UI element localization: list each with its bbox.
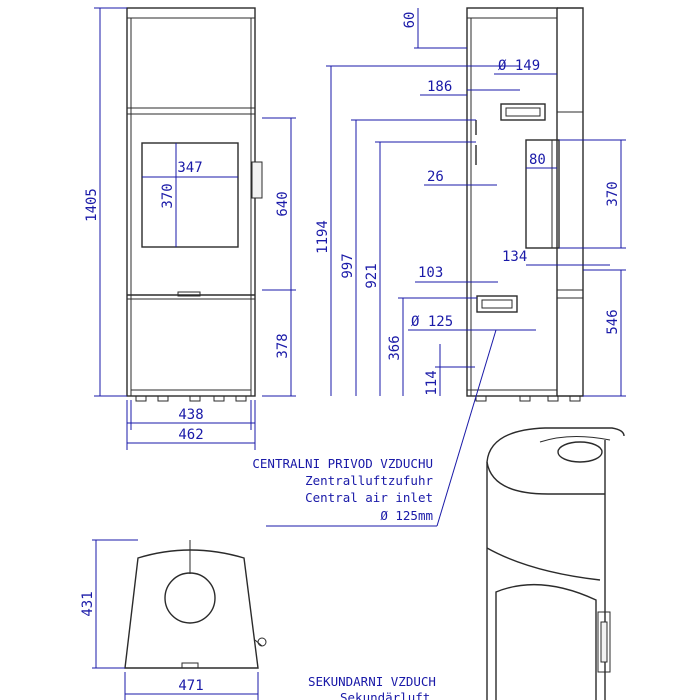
perspective-door <box>495 584 597 700</box>
perspective-view <box>486 427 625 700</box>
plan-handle <box>257 637 267 647</box>
dim-top-offset: 60 <box>402 12 418 29</box>
dim-inner-width: 438 <box>178 407 203 423</box>
dim-door-height: 370 <box>160 183 176 208</box>
dim-flue-height: 1194 <box>315 220 331 254</box>
dim-air-inlet-height: 366 <box>387 335 403 360</box>
plan-flue-circle <box>164 572 216 624</box>
plan-view <box>124 540 267 669</box>
dim-plan-depth: 431 <box>80 591 96 616</box>
note-central-air-cz: CENTRALNI PRIVOD VZDUCHU <box>252 456 433 471</box>
dim-panel-offset: 134 <box>502 249 527 265</box>
dim-height-921: 921 <box>364 263 380 288</box>
flue-outlet <box>500 103 546 121</box>
rear-panel <box>557 7 584 397</box>
side-dimensions: 60 Ø 149 186 1194 997 921 26 80 370 134 … <box>315 8 626 397</box>
perspective-handle <box>597 611 611 673</box>
door-handle <box>251 161 263 199</box>
front-dimensions: 1405 347 370 640 378 438 462 <box>84 7 296 450</box>
dim-door-width: 347 <box>177 160 202 176</box>
dim-outer-width: 462 <box>178 427 203 443</box>
secondary-air-note: SEKUNDARNI VZDUCH Sekundärluft <box>308 674 436 700</box>
side-panel <box>525 139 560 249</box>
dim-panel-height: 370 <box>605 181 621 206</box>
note-central-air-en: Central air inlet <box>305 490 433 505</box>
air-inlet <box>476 295 518 313</box>
dim-door-frame-height: 640 <box>275 191 291 216</box>
dim-height-997: 997 <box>340 253 356 278</box>
dim-lower-panel-height: 546 <box>605 309 621 334</box>
dim-air-inlet-diameter: Ø 125 <box>411 314 453 330</box>
perspective-flue <box>557 441 603 463</box>
plan-outline <box>124 549 259 669</box>
dim-lower-height: 378 <box>275 333 291 358</box>
front-view <box>126 7 263 402</box>
dim-panel-depth: 80 <box>529 152 546 168</box>
dim-base-height: 114 <box>424 370 440 395</box>
perspective-outline <box>486 427 625 700</box>
front-door-glass <box>141 142 239 248</box>
note-central-air-dia: Ø 125mm <box>380 508 433 523</box>
dim-flue-offset: 186 <box>427 79 452 95</box>
note-central-air-de: Zentralluftzufuhr <box>305 473 433 488</box>
front-body-outline <box>126 7 256 397</box>
note-secondary-air-cz: SEKUNDARNI VZDUCH <box>308 674 436 689</box>
note-secondary-air-de: Sekundärluft <box>340 690 430 700</box>
side-view <box>466 7 584 402</box>
plan-dimensions: 431 471 <box>80 539 259 700</box>
dim-plan-width: 471 <box>178 678 203 694</box>
central-air-note: CENTRALNI PRIVOD VZDUCHU Zentralluftzufu… <box>252 329 497 527</box>
dim-handle-offset: 26 <box>427 169 444 185</box>
dim-total-height: 1405 <box>84 188 100 222</box>
side-body-outline <box>466 7 558 397</box>
dim-air-inlet-offset: 103 <box>418 265 443 281</box>
